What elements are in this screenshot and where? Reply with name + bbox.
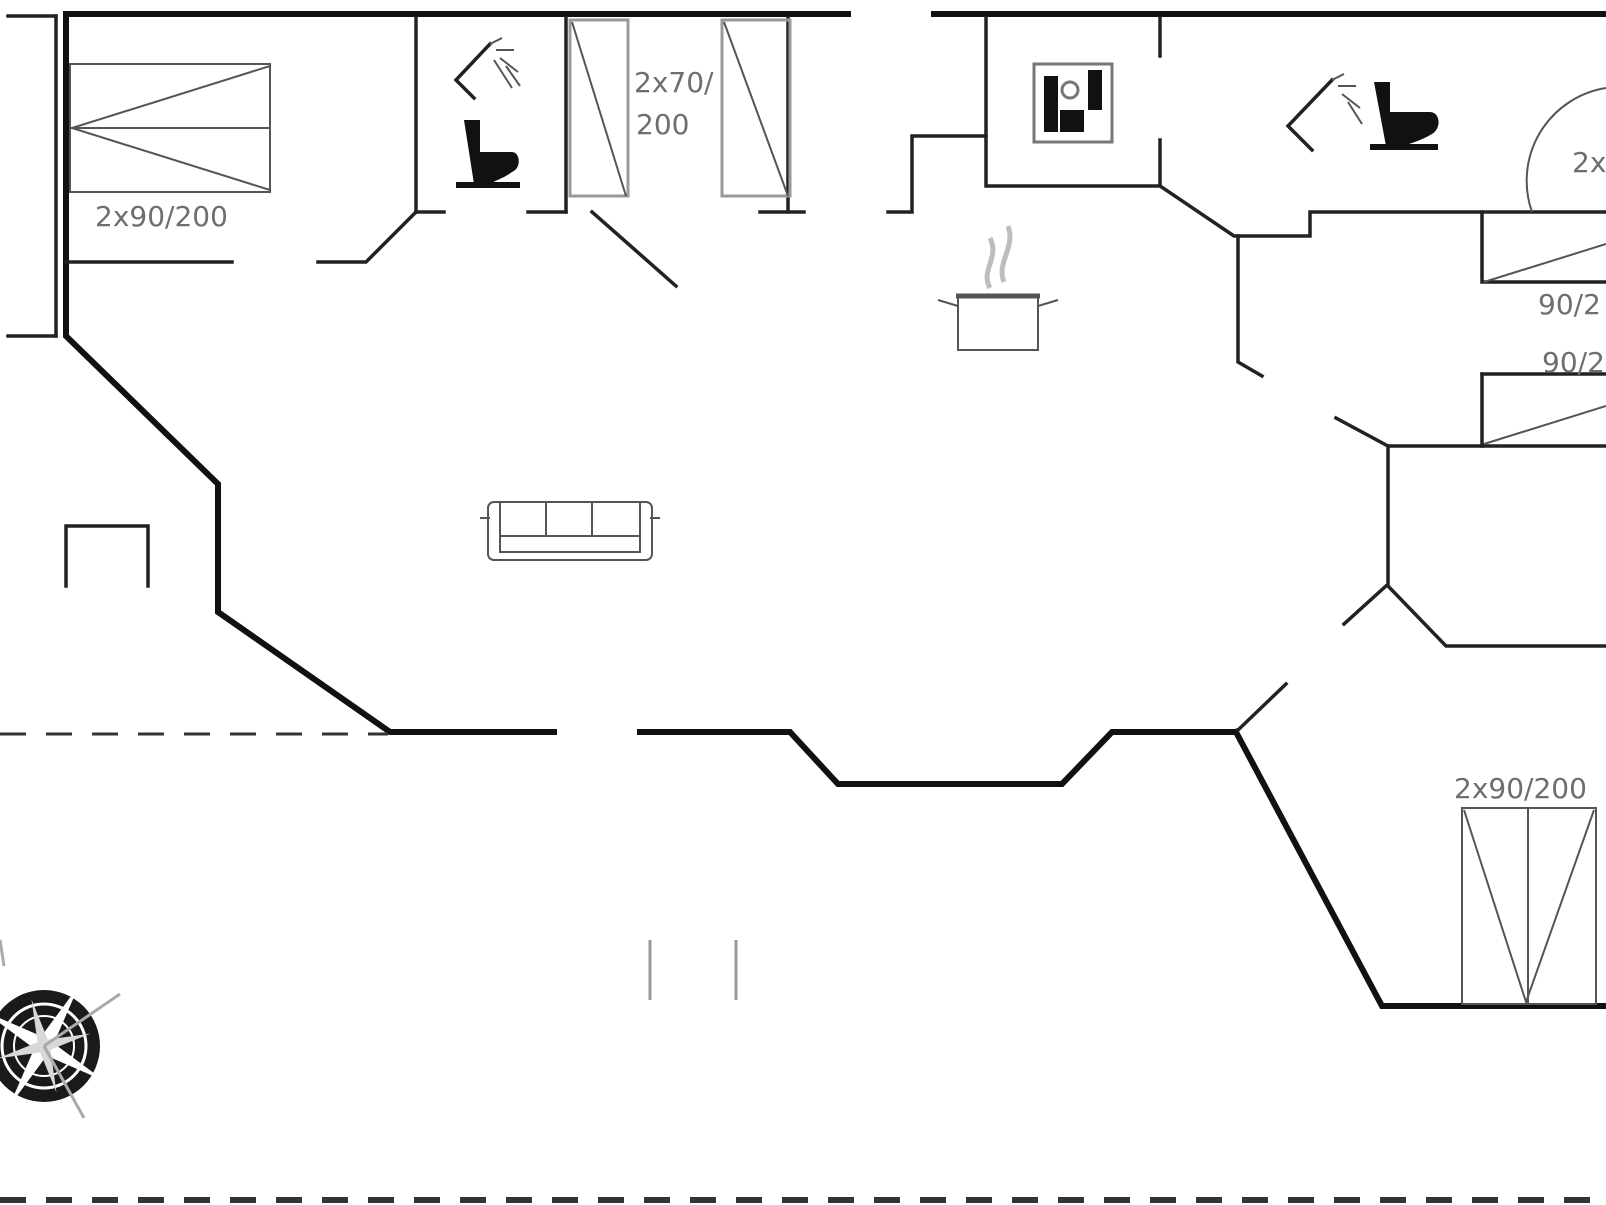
bed-double-bottom-right [1461,807,1597,1006]
exterior-walls [6,11,1606,1009]
bed-label-top-left: 2x90/200 [95,200,228,233]
bed-label-bottom-right: 2x90/200 [1454,772,1587,805]
bed-double-top-left [68,63,271,193]
bed-label-right-2: 90/2 [1542,346,1605,379]
shower-icon-right [1285,73,1363,153]
toilet-icon-right [1370,82,1439,150]
bed-label-top-middle-2: 200 [636,108,689,141]
posts [648,940,738,1000]
fireplace [64,524,150,588]
bed-label-top-middle-1: 2x70/ [634,66,714,99]
bunk-bed-top-middle [568,18,792,198]
toilet-icon [456,120,520,188]
bed-single-right-1 [1483,243,1606,283]
cooking-pot-icon [937,225,1059,351]
washing-machine-icon [1032,62,1114,144]
compass-rose-icon [0,939,121,1119]
terrace-outline [0,732,1606,1203]
shower-icon [453,37,521,101]
bed-label-cut-right: 2x [1572,146,1606,179]
door-arc-right [1525,87,1606,213]
interior-walls [64,16,1606,733]
bed-single-right-2 [1483,405,1606,445]
sofa-icon [480,501,660,561]
bed-label-right-1: 90/2 [1538,288,1601,321]
